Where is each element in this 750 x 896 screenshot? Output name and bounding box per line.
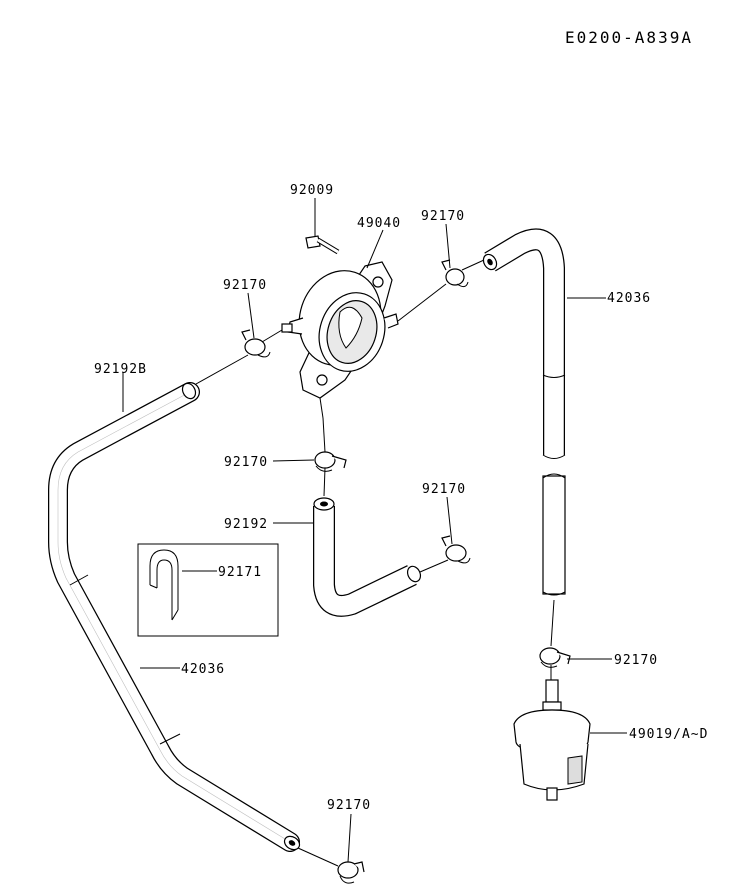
hose-92192 (313, 497, 422, 617)
label-42036-left: 42036 (181, 662, 225, 677)
clamp-92170-left (241, 329, 271, 358)
connector-lines (195, 259, 555, 867)
label-49040: 49040 (357, 216, 401, 231)
clamp-92170-mid (314, 451, 347, 472)
screw-92009 (305, 235, 340, 255)
diagram-code: E0200-A839A (565, 28, 693, 47)
fuel-pump-49040 (281, 261, 399, 419)
clamp-92170-midright (441, 535, 471, 564)
hose-92192b-42036 (48, 382, 301, 852)
label-92170-midright: 92170 (422, 482, 466, 497)
label-42036-right: 42036 (607, 291, 651, 306)
clamp-92170-bottom (337, 861, 365, 884)
hose-42036-right (482, 228, 566, 596)
fuel-filter-49019 (513, 679, 591, 801)
label-92170-mid: 92170 (224, 455, 268, 470)
label-49019: 49019/A~D (629, 727, 708, 742)
label-92171: 92171 (218, 565, 262, 580)
label-92170-right: 92170 (614, 653, 658, 668)
label-92170-top: 92170 (421, 209, 465, 224)
inset-clip-92171 (137, 543, 279, 637)
clamp-92170-right (539, 647, 571, 668)
label-92170-left: 92170 (223, 278, 267, 293)
label-92009: 92009 (290, 183, 334, 198)
leader-lines (122, 198, 627, 863)
label-92192b: 92192B (94, 362, 147, 377)
label-92170-bottom: 92170 (327, 798, 371, 813)
clamp-92170-top (441, 259, 469, 288)
label-92192: 92192 (224, 517, 268, 532)
